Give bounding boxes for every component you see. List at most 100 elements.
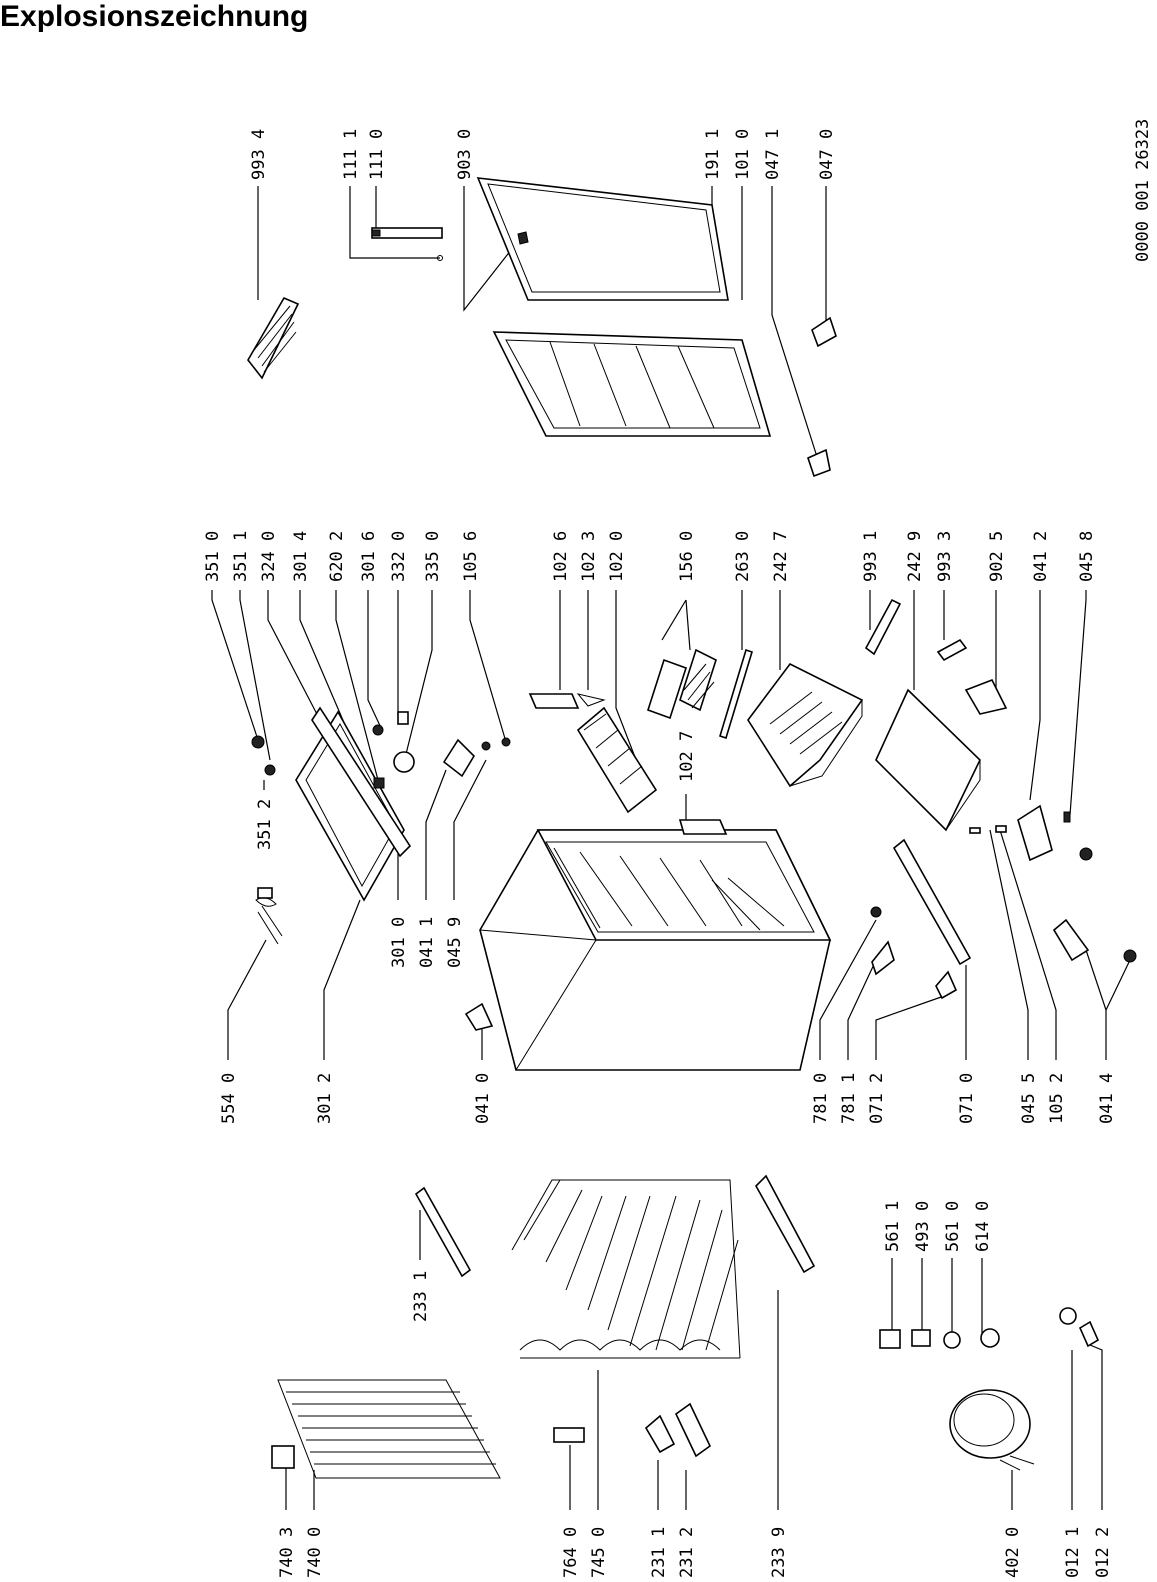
label-row-middle-inner: 351 2 102 7 301 0 041 1 045 9 <box>255 731 697 968</box>
label-row-lower: 233 1 561 1 493 0 561 0 614 0 740 3 740 … <box>277 1201 1113 1578</box>
label-102-6: 102 6 <box>551 531 571 582</box>
part-control-panel-301 <box>251 706 415 902</box>
part-spring-554-0 <box>255 887 283 945</box>
part-grid-tray-993-4 <box>247 296 300 380</box>
label-781-0: 781 0 <box>811 1073 831 1124</box>
part-door-seal-191-1 <box>476 177 729 301</box>
label-231-2: 231 2 <box>677 1527 697 1578</box>
label-041-1: 041 1 <box>417 917 437 968</box>
label-993-3: 993 3 <box>935 531 955 582</box>
part-filter-764-0 <box>553 1427 585 1443</box>
label-191-1: 191 1 <box>703 129 723 180</box>
part-drawer-242-9 <box>875 688 981 832</box>
label-045-8: 045 8 <box>1077 531 1097 582</box>
label-993-4: 993 4 <box>249 129 269 180</box>
label-047-1: 047 1 <box>763 129 783 180</box>
label-047-0: 047 0 <box>817 129 837 180</box>
label-111-0: 111 0 <box>367 129 387 180</box>
label-071-0: 071 0 <box>957 1073 977 1124</box>
label-111-1: 111 1 <box>341 129 361 180</box>
part-small-045-105 <box>969 825 1007 834</box>
label-156-0: 156 0 <box>677 531 697 582</box>
label-233-1: 233 1 <box>411 1271 431 1322</box>
label-324-0: 324 0 <box>259 531 279 582</box>
part-condenser-740 <box>271 1379 501 1479</box>
label-740-3: 740 3 <box>277 1527 297 1578</box>
label-045-5: 045 5 <box>1019 1073 1039 1124</box>
label-242-9: 242 9 <box>905 531 925 582</box>
label-554-0: 554 0 <box>219 1073 239 1124</box>
label-614-0: 614 0 <box>973 1201 993 1252</box>
label-351-0: 351 0 <box>203 531 223 582</box>
part-evaporator-745-0 <box>511 1179 741 1359</box>
part-door-stop-903-0 <box>517 231 529 245</box>
label-101-0: 101 0 <box>733 129 753 180</box>
label-740-0: 740 0 <box>305 1527 325 1578</box>
label-351-2: 351 2 <box>255 799 275 850</box>
leader-lines <box>211 186 1131 1510</box>
label-301-4: 301 4 <box>291 531 311 582</box>
page-title: Explosionszeichnung <box>0 0 309 33</box>
label-764-0: 764 0 <box>561 1527 581 1578</box>
label-012-1: 012 1 <box>1063 1527 1083 1578</box>
label-041-2: 041 2 <box>1031 531 1051 582</box>
label-102-3: 102 3 <box>579 531 599 582</box>
part-hinge-041-1 <box>442 737 511 778</box>
label-335-0: 335 0 <box>423 531 443 582</box>
label-231-1: 231 1 <box>649 1527 669 1578</box>
label-561-1: 561 1 <box>883 1201 903 1252</box>
part-lid-993-3 <box>936 638 968 662</box>
label-993-1: 993 1 <box>861 531 881 582</box>
label-105-2: 105 2 <box>1047 1073 1067 1124</box>
label-263-0: 263 0 <box>733 531 753 582</box>
label-620-2: 620 2 <box>327 531 347 582</box>
label-row-middle-bottom: 554 0 301 2 041 0 781 0 781 1 071 2 071 … <box>219 1073 1117 1124</box>
label-012-2: 012 2 <box>1093 1527 1113 1578</box>
part-bracket-231 <box>644 1402 712 1458</box>
part-012 <box>1059 1307 1100 1348</box>
part-rail-233-1 <box>414 1186 472 1278</box>
part-trim-071-0 <box>870 838 972 1000</box>
label-041-0: 041 0 <box>473 1073 493 1124</box>
label-745-0: 745 0 <box>589 1527 609 1578</box>
part-hinge-bar-111 <box>371 227 443 261</box>
label-301-6: 301 6 <box>359 531 379 582</box>
part-handle-047 <box>807 316 837 478</box>
label-561-0: 561 0 <box>943 1201 963 1252</box>
part-shelf-102 <box>528 693 728 835</box>
part-compressor-402-0 <box>949 1389 1035 1471</box>
label-301-0: 301 0 <box>389 917 409 968</box>
part-rail-233-9 <box>755 1174 816 1274</box>
label-041-4: 041 4 <box>1097 1073 1117 1124</box>
part-hinge-041-0 <box>464 1002 494 1031</box>
label-071-2: 071 2 <box>867 1073 887 1124</box>
part-door-101-0 <box>492 331 772 437</box>
label-105-6: 105 6 <box>461 531 481 582</box>
label-902-5: 902 5 <box>987 531 1007 582</box>
part-hinge-041-2 <box>1017 804 1093 862</box>
label-781-1: 781 1 <box>839 1073 859 1124</box>
label-102-0: 102 0 <box>607 531 627 582</box>
label-102-7: 102 7 <box>677 731 697 782</box>
label-row-middle-top: 351 0 351 1 324 0 301 4 620 2 301 6 332 … <box>203 531 1097 582</box>
label-332-0: 332 0 <box>389 531 409 582</box>
label-903-0: 903 0 <box>455 129 475 180</box>
part-hinge-041-4 <box>1052 918 1137 963</box>
part-drawer-242-7 <box>747 662 864 788</box>
drawing-number: 0000 001 26323 <box>1133 119 1153 262</box>
part-electrical-561-493-614 <box>879 1328 1000 1349</box>
label-row-top: 993 4 111 1 111 0 903 0 191 1 101 0 047 … <box>249 129 837 180</box>
label-402-0: 402 0 <box>1003 1527 1023 1578</box>
part-strip-263-0 <box>719 648 753 740</box>
label-233-9: 233 9 <box>769 1527 789 1578</box>
label-351-1: 351 1 <box>231 531 251 582</box>
part-panel-993-1 <box>864 598 902 656</box>
label-045-9: 045 9 <box>445 917 465 968</box>
part-bracket-902-5 <box>964 678 1008 715</box>
part-cabinet <box>479 829 832 1071</box>
label-301-2: 301 2 <box>315 1073 335 1124</box>
label-242-7: 242 7 <box>771 531 791 582</box>
part-ice-tray-156-0 <box>647 648 717 720</box>
label-493-0: 493 0 <box>913 1201 933 1252</box>
